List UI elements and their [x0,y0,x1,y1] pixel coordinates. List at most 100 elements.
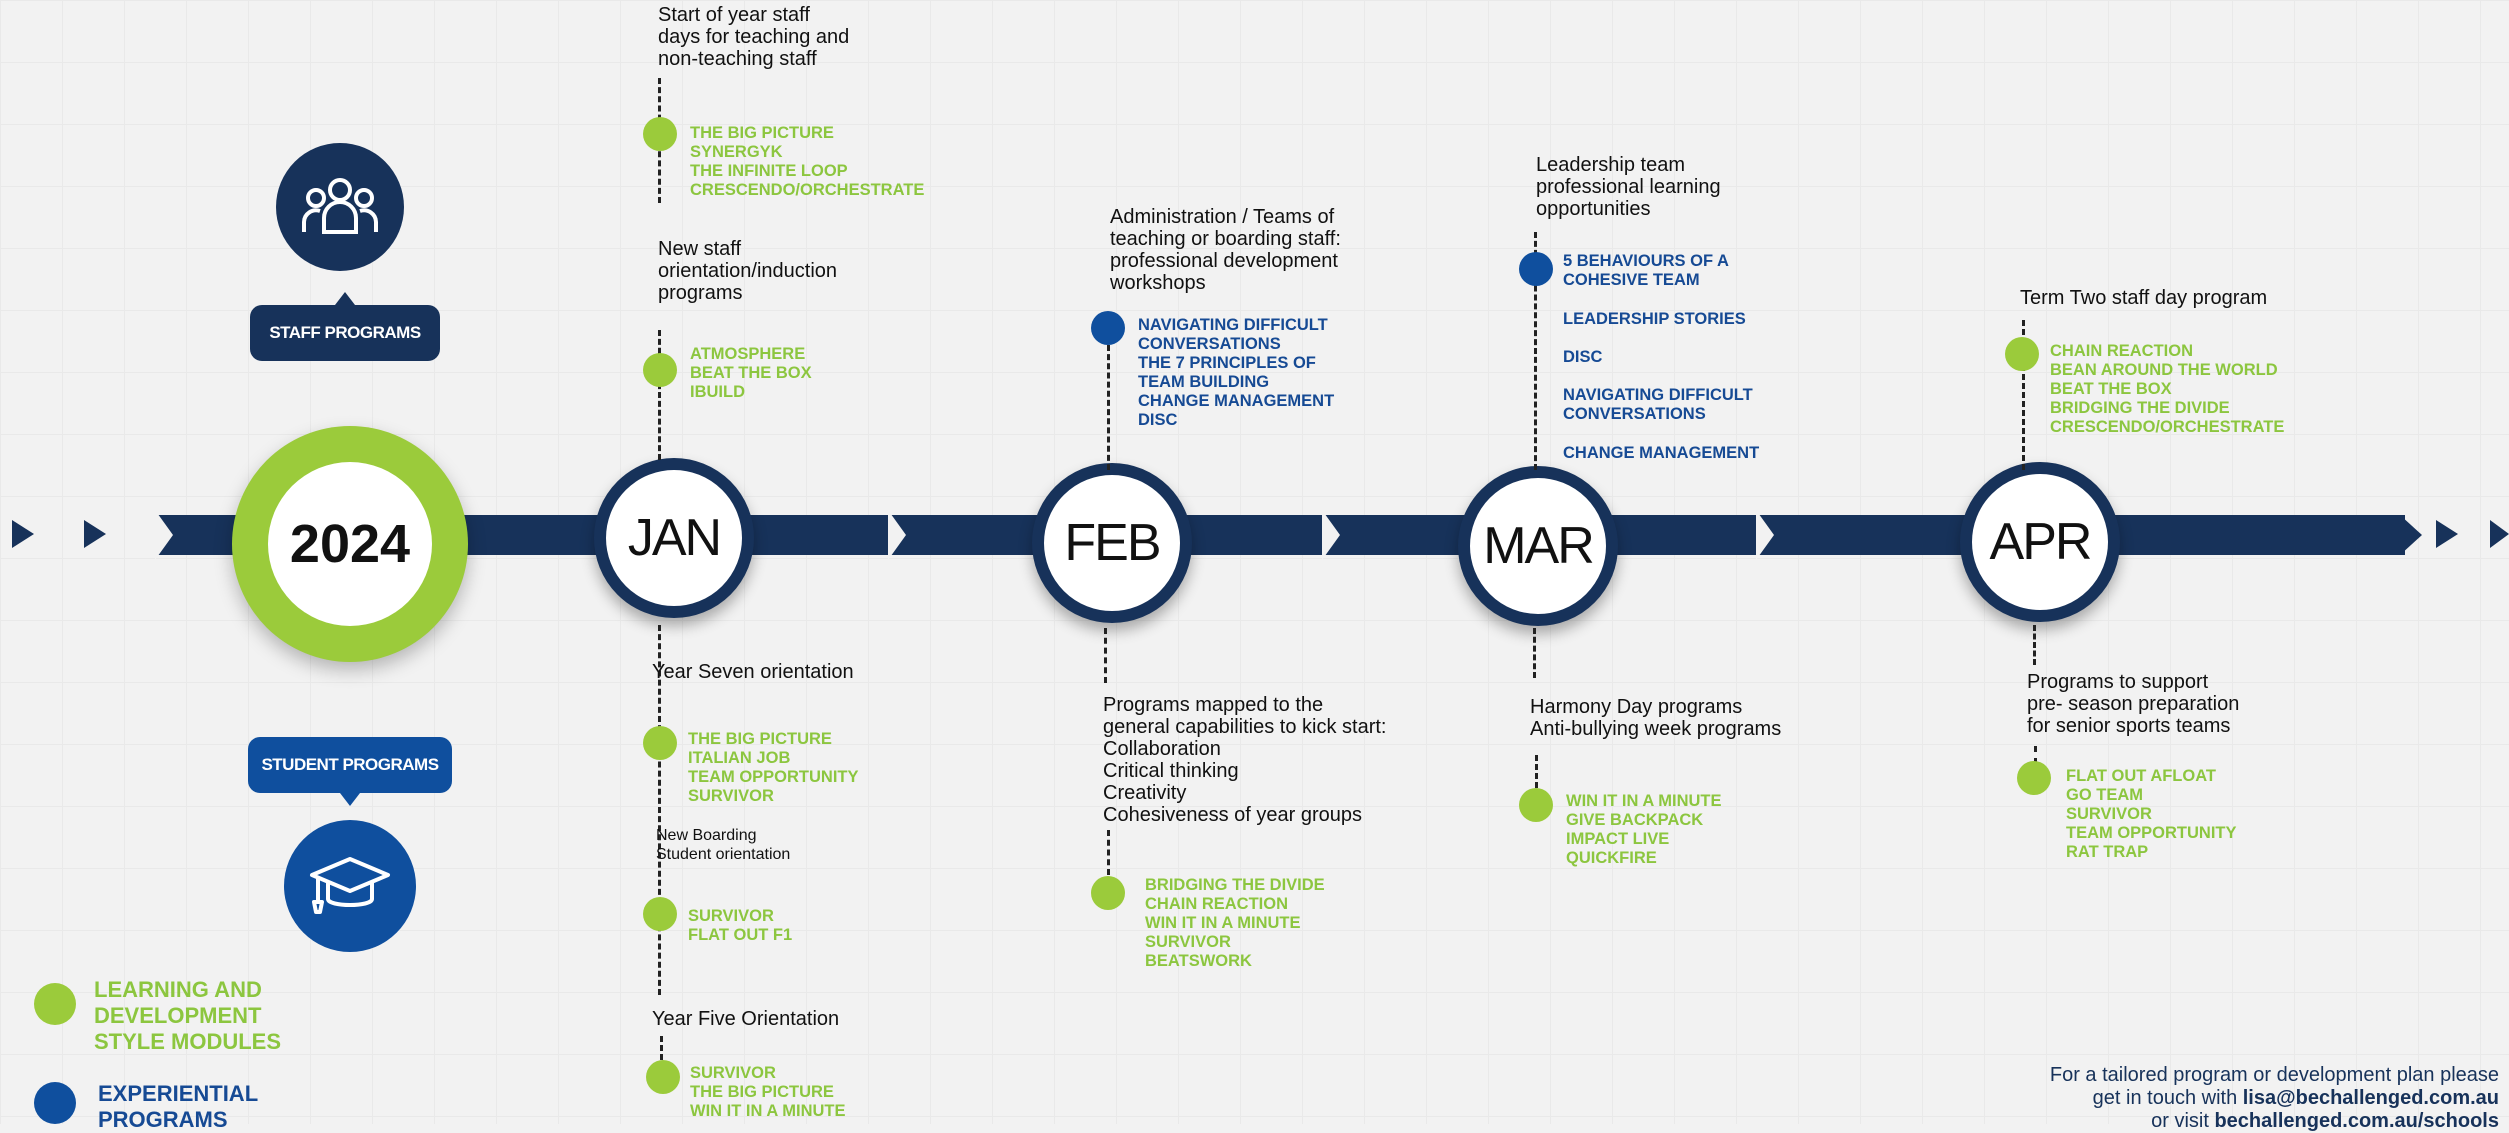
module-item: DISC [1138,411,1178,429]
desc-line: opportunities [1536,198,1651,220]
desc-line: general capabilities to kick start: [1103,716,1387,738]
green-module-dot [1519,788,1553,822]
module-item: NAVIGATING DIFFICULT [1138,316,1328,334]
feb-student-desc: Programs mapped to the general capabilit… [1103,694,1386,826]
student-icon-circle [284,820,416,952]
green-module-dot [2005,337,2039,371]
module-item: SURVIVOR [688,907,774,925]
jan-student3-modules: SURVIVOR THE BIG PICTURE WIN IT IN A MIN… [690,1064,846,1121]
blue-module-dot [1519,252,1553,286]
contact-prefix: get in touch with [2092,1087,2243,1109]
mar-staff-modules-e: CHANGE MANAGEMENT [1563,444,1759,463]
desc-line: Programs mapped to the [1103,694,1324,716]
module-item: TEAM OPPORTUNITY [2066,824,2237,842]
connector-line [2033,625,2036,665]
connector-line [1107,830,1110,875]
desc-line: Cohesiveness of year groups [1103,804,1363,826]
graduation-cap-icon [310,857,390,914]
apr-student-desc: Programs to support pre- season preparat… [2027,671,2239,737]
desc-line: Collaboration [1103,738,1221,760]
module-item: IMPACT LIVE [1566,830,1670,848]
green-module-dot [643,726,677,760]
module-item: FLAT OUT F1 [688,926,793,944]
trail-arrow-icon [2490,520,2509,548]
green-module-dot [643,897,677,931]
connector-line [660,1036,663,1060]
contact-line: or visit bechallenged.com.au/schools [1799,1110,2499,1133]
mar-student-modules: WIN IT IN A MINUTE GIVE BACKPACK IMPACT … [1566,792,1722,868]
feb-staff-modules: NAVIGATING DIFFICULT CONVERSATIONS THE 7… [1138,316,1334,430]
apr-staff-modules: CHAIN REACTION BEAN AROUND THE WORLD BEA… [2050,342,2284,437]
mar-staff-modules-d: NAVIGATING DIFFICULT CONVERSATIONS [1563,386,1753,424]
module-item: BRIDGING THE DIVIDE [2050,399,2230,417]
people-group-icon [302,178,378,234]
module-item: TEAM OPPORTUNITY [688,768,859,786]
legend-green-label: LEARNING AND DEVELOPMENT STYLE MODULES [94,977,281,1055]
contact-line: get in touch with lisa@bechallenged.com.… [1799,1087,2499,1110]
module-item: SURVIVOR [688,787,774,805]
module-item: CRESCENDO/ORCHESTRATE [2050,418,2285,436]
module-item: ITALIAN JOB [688,749,791,767]
module-item: SURVIVOR [690,1064,776,1082]
jan-staff1-modules: THE BIG PICTURE SYNERGYK THE INFINITE LO… [690,124,924,200]
green-module-dot [643,117,677,151]
mar-staff-desc: Leadership team professional learning op… [1536,154,1721,220]
band-notch [1756,510,1774,560]
desc-line: Term Two staff day program [2020,287,2268,309]
mar-student-desc: Harmony Day programs Anti-bullying week … [1530,696,1781,740]
desc-line: for senior sports teams [2027,715,2231,737]
desc-line: Anti-bullying week programs [1530,718,1782,740]
jan-student1-desc: Year Seven orientation [652,661,854,683]
module-item: GO TEAM [2066,786,2143,804]
module-item: CHANGE MANAGEMENT [1563,444,1760,462]
legend-line: LEARNING AND [94,977,262,1002]
jan-student1-modules: THE BIG PICTURE ITALIAN JOB TEAM OPPORTU… [688,730,859,806]
connector-line [658,625,661,995]
desc-line: programs [658,282,743,304]
student-programs-pill: STUDENT PROGRAMS [248,737,452,793]
pill-pointer [340,793,360,806]
month-mar: MAR [1458,466,1618,626]
lead-arrow-icon [84,520,106,548]
legend-green-dot [34,983,76,1025]
legend-line: DEVELOPMENT [94,1003,262,1028]
desc-line: New staff [658,238,741,260]
connector-line [658,330,661,460]
contact-block: For a tailored program or development pl… [1799,1064,2499,1133]
module-item: THE INFINITE LOOP [690,162,848,180]
module-item: CONVERSATIONS [1138,335,1281,353]
pill-pointer [335,292,355,305]
module-item: WIN IT IN A MINUTE [1566,792,1722,810]
desc-line: workshops [1110,272,1206,294]
desc-line: New Boarding [656,827,757,844]
apr-staff-desc: Term Two staff day program [2020,287,2267,309]
jan-student3-desc: Year Five Orientation [652,1008,839,1030]
connector-line [1104,628,1107,683]
jan-student2-modules: SURVIVOR FLAT OUT F1 [688,907,792,945]
module-item: IBUILD [690,383,745,401]
desc-line: non-teaching staff [658,48,817,70]
staff-icon-circle [276,143,404,271]
mar-staff-modules-a: 5 BEHAVIOURS OF A COHESIVE TEAM [1563,252,1729,290]
module-item: TEAM BUILDING [1138,373,1270,391]
module-item: GIVE BACKPACK [1566,811,1704,829]
module-item: WIN IT IN A MINUTE [1145,914,1301,932]
month-feb: FEB [1032,463,1192,623]
module-item: FLAT OUT AFLOAT [2066,767,2216,785]
green-module-dot [2017,761,2051,795]
desc-line: Harmony Day programs [1530,696,1743,718]
module-item: CRESCENDO/ORCHESTRATE [690,181,925,199]
contact-email-link[interactable]: lisa@bechallenged.com.au [2242,1087,2499,1109]
desc-line: Year Seven orientation [652,661,854,683]
legend-line: PROGRAMS [98,1107,228,1132]
feb-student-modules: BRIDGING THE DIVIDE CHAIN REACTION WIN I… [1145,876,1325,971]
blue-module-dot [1091,311,1125,345]
band-notch [1322,510,1340,560]
module-item: BEATSWORK [1145,952,1252,970]
apr-student-modules: FLAT OUT AFLOAT GO TEAM SURVIVOR TEAM OP… [2066,767,2237,862]
module-item: RAT TRAP [2066,843,2149,861]
module-item: CHAIN REACTION [1145,895,1288,913]
legend-line: EXPERIENTIAL [98,1081,259,1106]
contact-website-link[interactable]: bechallenged.com.au/schools [2214,1110,2499,1132]
contact-prefix: or visit [2151,1110,2215,1132]
